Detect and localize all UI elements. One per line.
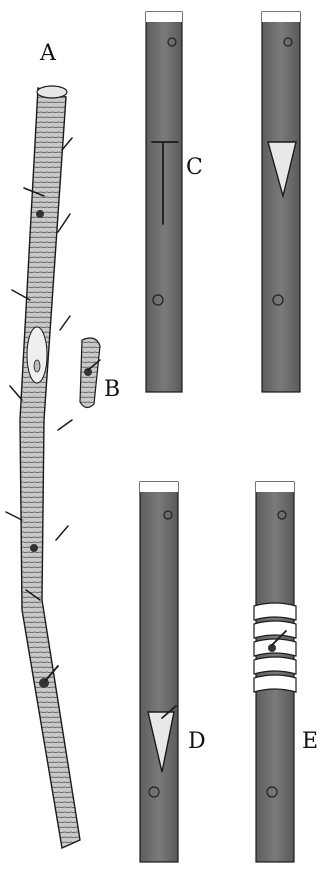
label-e: E [302,729,318,754]
bud-shield-b: B [80,338,120,408]
label-d: D [188,729,206,754]
stock-c: C [146,12,203,392]
shield-scar [27,327,47,383]
budwood-stick-a: A [6,41,80,848]
stock-d: D [140,482,206,862]
stock-opened [262,12,300,392]
label-b: B [104,377,120,402]
cut-end [37,86,67,98]
label-a: A [39,41,57,66]
stock-e: E [254,482,318,862]
label-c: C [186,155,203,180]
